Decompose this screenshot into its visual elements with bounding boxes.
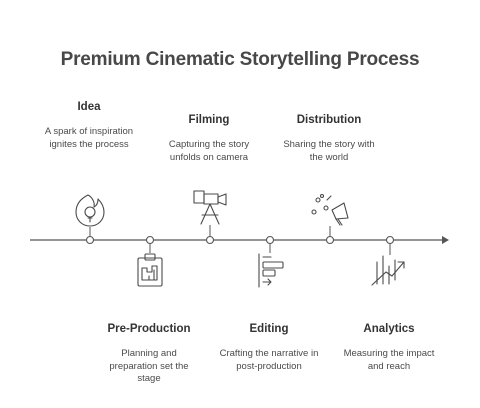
flame-bulb-icon	[75, 194, 105, 227]
stage-desc-idea: A spark of inspiration ignites the proce…	[44, 126, 134, 150]
timeline-dot-editing	[265, 235, 275, 245]
stage-title-idea: Idea	[77, 101, 101, 113]
stage-desc-editing: Crafting the narrative in post-productio…	[219, 348, 319, 372]
timeline-dots	[85, 235, 395, 245]
stage-title-analytics: Analytics	[363, 323, 415, 335]
clipboard-plan-icon	[137, 253, 163, 287]
stage-desc-pre-production: Planning and preparation set the stage	[109, 348, 189, 384]
timeline-dot-distribution	[325, 235, 335, 245]
stage-title-distribution: Distribution	[296, 114, 362, 126]
stage-title-editing: Editing	[249, 323, 289, 335]
stage-title-filming: Filming	[188, 114, 230, 126]
stage-desc-filming: Capturing the story unfolds on camera	[168, 139, 250, 163]
stage-desc-analytics: Measuring the impact and reach	[343, 348, 435, 372]
page-title: Premium Cinematic Storytelling Process	[60, 49, 420, 70]
timeline-dot-idea	[85, 235, 95, 245]
film-camera-icon	[193, 190, 227, 225]
timeline-edit-icon	[258, 253, 284, 288]
timeline-connectors	[89, 225, 391, 255]
stage-title-pre-production: Pre-Production	[107, 323, 191, 335]
stage-desc-distribution: Sharing the story with the world	[283, 139, 375, 163]
megaphone-icon	[311, 193, 349, 226]
timeline-dot-pre-production	[145, 235, 155, 245]
growth-chart-icon	[371, 255, 405, 286]
timeline-dot-analytics	[385, 235, 395, 245]
timeline-dot-filming	[205, 235, 215, 245]
timeline-axis	[30, 236, 449, 244]
